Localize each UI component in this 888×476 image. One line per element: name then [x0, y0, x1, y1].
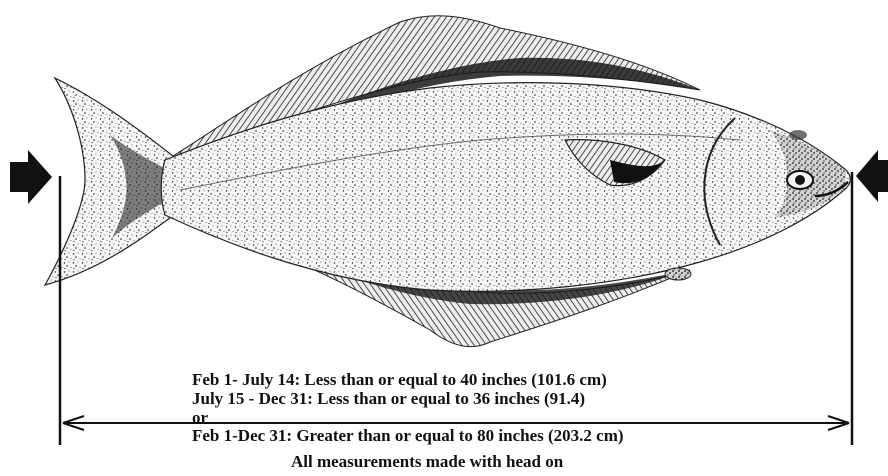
rule-dates: July 15 - Dec 31:: [192, 389, 313, 408]
left-pointer-arrow-icon: [10, 150, 52, 204]
rule-dates: or: [192, 408, 208, 427]
rule-separator: or: [192, 409, 208, 427]
rule-line-2: July 15 - Dec 31: Less than or equal to …: [192, 390, 585, 408]
rule-line-3: Feb 1-Dec 31: Greater than or equal to 8…: [192, 427, 624, 445]
rule-text: Greater than or equal to 80 inches (203.…: [296, 426, 623, 445]
rule-line-1: Feb 1- July 14: Less than or equal to 40…: [192, 371, 607, 389]
rule-text: Less than or equal to 36 inches (91.4): [317, 389, 585, 408]
rule-dates: Feb 1-Dec 31:: [192, 426, 292, 445]
halibut-fish-illustration: [45, 16, 850, 347]
measurement-note: All measurements made with head on: [291, 453, 563, 471]
rule-text: Less than or equal to 40 inches (101.6 c…: [304, 370, 606, 389]
right-pointer-arrow-icon: [856, 150, 888, 202]
fish-eye: [787, 171, 813, 189]
rule-dates: Feb 1- July 14:: [192, 370, 300, 389]
